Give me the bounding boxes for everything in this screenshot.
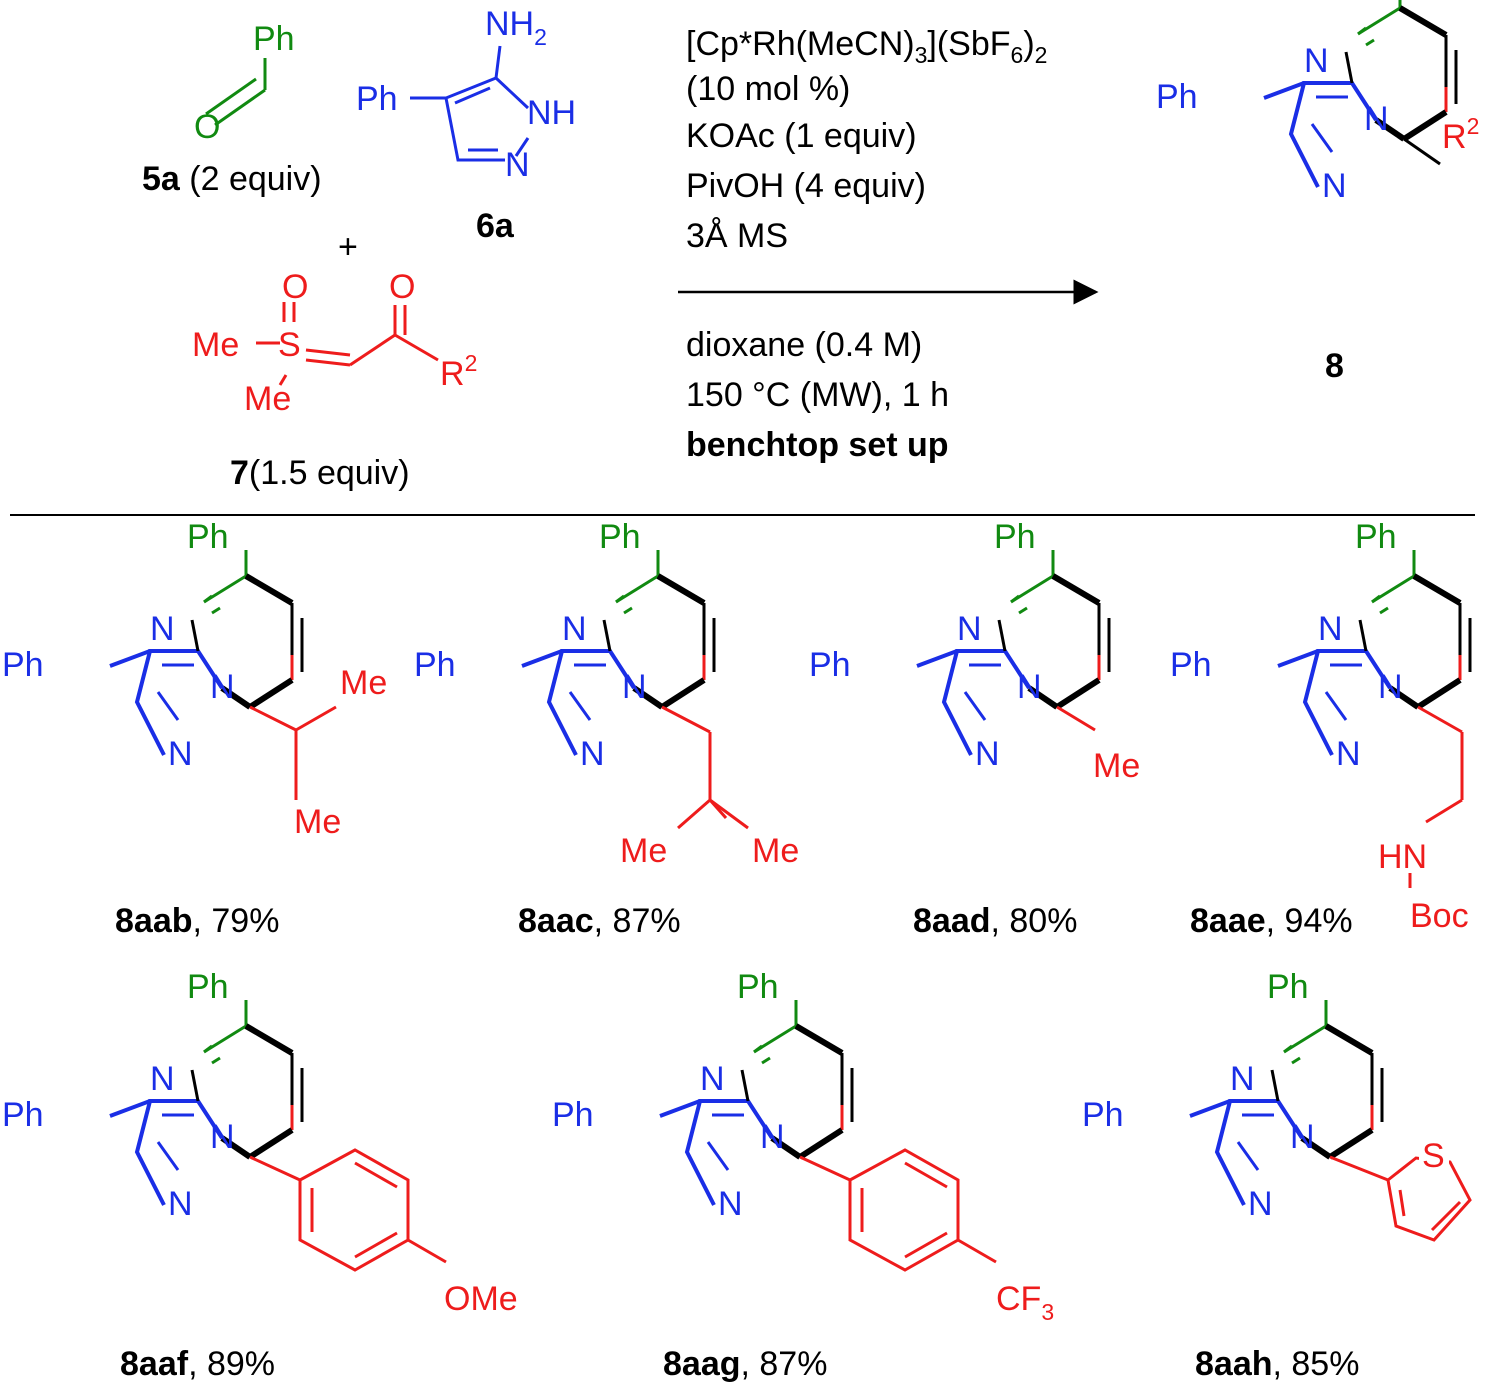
label-cf3: CF3 [996, 1280, 1054, 1325]
compound-label-5a: 5a (2 equiv) [142, 160, 322, 198]
product-8aah: Ph N N N Ph S 8aah, 85% [1082, 968, 1472, 1383]
label-me: Me [244, 380, 291, 418]
product-8aaf: Ph N N N Ph OMe 8aaf, 89% [2, 968, 518, 1383]
label-ome: OMe [444, 1280, 518, 1318]
label-n: N [168, 1185, 193, 1223]
label-ph: Ph [253, 20, 295, 58]
label-nh: NH [527, 94, 576, 132]
reactant-7: O O Me S Me R2 7(1.5 equiv) [192, 268, 477, 492]
compound-label-8aae: 8aae, 94% [1190, 902, 1353, 940]
label-ph: Ph [1156, 78, 1198, 116]
temperature-text: 150 °C (MW), 1 h [686, 376, 949, 414]
label-n: N [168, 735, 193, 773]
label-ph: Ph [2, 646, 44, 684]
label-me: Me [620, 832, 667, 870]
label-ph: Ph [809, 646, 851, 684]
label-n: N [1318, 610, 1343, 648]
label-ph: Ph [1170, 646, 1212, 684]
label-ph: Ph [356, 80, 398, 118]
label-n: N [1378, 668, 1403, 706]
acid-text: PivOH (4 equiv) [686, 167, 926, 205]
label-n: N [718, 1185, 743, 1223]
label-ph: Ph [187, 518, 229, 556]
label-me: Me [1093, 747, 1140, 785]
label-ph: Ph [737, 968, 779, 1006]
label-n: N [210, 668, 235, 706]
label-n: N [1248, 1185, 1273, 1223]
product-8aag: Ph N N N Ph CF3 8aag, 87% [552, 968, 1054, 1383]
label-n: N [1304, 42, 1329, 80]
label-n: N [622, 668, 647, 706]
label-nh2: NH2 [485, 5, 547, 50]
setup-text: benchtop set up [686, 426, 949, 464]
base-text: KOAc (1 equiv) [686, 117, 917, 155]
label-ph: Ph [2, 1096, 44, 1134]
label-me: Me [192, 326, 239, 364]
label-ph: Ph [552, 1096, 594, 1134]
label-r2: R2 [1442, 113, 1479, 156]
compound-label-7: 7(1.5 equiv) [230, 454, 410, 492]
label-s: S [278, 326, 301, 364]
label-ph: Ph [414, 646, 456, 684]
catalyst-loading: (10 mol %) [686, 70, 850, 108]
compound-label-8aag: 8aag, 87% [663, 1345, 827, 1383]
compound-label-8aad: 8aad, 80% [913, 902, 1077, 940]
label-boc: Boc [1410, 897, 1469, 935]
label-me: Me [294, 803, 341, 841]
product-8aab: Ph N N N Ph Me Me 8aab, 79% [2, 518, 387, 940]
label-n: N [150, 1060, 175, 1098]
label-n: N [1322, 167, 1347, 205]
label-n: N [957, 610, 982, 648]
reaction-conditions: [Cp*Rh(MeCN)3](SbF6)2 (10 mol %) KOAc (1… [678, 25, 1099, 464]
compound-label-8aab: 8aab, 79% [115, 902, 279, 940]
label-ph: Ph [187, 968, 229, 1006]
label-o: O [389, 268, 415, 306]
label-ph: Ph [1267, 968, 1309, 1006]
label-n: N [1336, 735, 1361, 773]
product-8aae: Ph N N N Ph HN Boc 8aae, 94% [1170, 518, 1470, 940]
additive-text: 3Å MS [686, 217, 788, 255]
label-s: S [1422, 1137, 1445, 1175]
label-n: N [562, 610, 587, 648]
compound-label-6a: 6a [476, 207, 515, 245]
label-n: N [760, 1118, 785, 1156]
label-n: N [580, 735, 605, 773]
plus-sign: + [338, 228, 358, 266]
label-n: N [975, 735, 1000, 773]
label-n: N [1017, 668, 1042, 706]
solvent-text: dioxane (0.4 M) [686, 326, 922, 364]
label-n: N [1230, 1060, 1255, 1098]
label-n: N [1290, 1118, 1315, 1156]
label-n: N [1364, 100, 1389, 138]
label-r2: R2 [440, 350, 477, 393]
label-n: N [505, 146, 530, 184]
reactant-6a: Ph NH2 NH N 6a [356, 5, 576, 245]
label-ph: Ph [599, 518, 641, 556]
label-n: N [210, 1118, 235, 1156]
label-me: Me [752, 832, 799, 870]
reactant-5a: Ph O 5a (2 equiv) [142, 20, 322, 198]
catalyst-text: [Cp*Rh(MeCN)3](SbF6)2 [686, 25, 1047, 68]
label-o: O [282, 268, 308, 306]
product-8aac: Ph N N N Ph Me Me 8aac, 87% [414, 518, 799, 940]
label-ph: Ph [1355, 518, 1397, 556]
label-ph: Ph [1082, 1096, 1124, 1134]
label-ph: Ph [994, 518, 1036, 556]
label-o: O [194, 108, 220, 146]
compound-label-8aaf: 8aaf, 89% [120, 1345, 275, 1383]
compound-label-8aah: 8aah, 85% [1195, 1345, 1359, 1383]
label-hn: HN [1378, 838, 1427, 876]
label-n: N [150, 610, 175, 648]
product-8aad: Ph N N N Ph Me 8aad, 80% [809, 518, 1140, 940]
compound-label-8: 8 [1325, 347, 1344, 385]
label-me: Me [340, 664, 387, 702]
label-n: N [700, 1060, 725, 1098]
product-8: Ph N N N Ph R2 8 [1156, 0, 1479, 385]
compound-label-8aac: 8aac, 87% [518, 902, 681, 940]
